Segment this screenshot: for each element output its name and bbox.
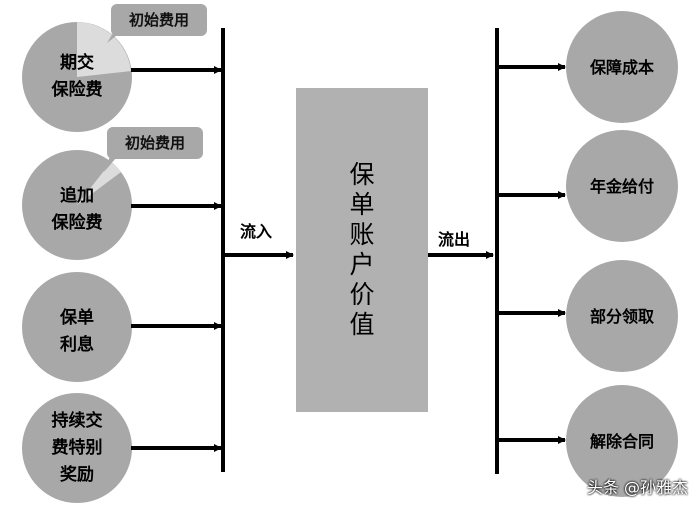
input-node-4-circle <box>22 393 132 503</box>
flow-in-label: 流入 <box>240 222 273 241</box>
watermark: 头条 @孙雅杰 <box>586 478 688 497</box>
output-node-3-circle <box>566 260 678 372</box>
input-node-2-line-1: 追加 <box>60 186 94 206</box>
input-node-2-line-2: 保险费 <box>51 213 103 233</box>
input-node-4-line-2: 费特别 <box>51 438 103 458</box>
account-value-char-4: 户 <box>349 250 375 279</box>
input-node-3-line-1: 保单 <box>60 308 94 328</box>
account-value-title: 保 单 账 户 价 值 <box>296 88 428 412</box>
account-value-box <box>296 88 428 412</box>
input-node-2-label: 追加 保险费 <box>27 183 127 237</box>
input-node-1-line-1: 期交 <box>60 53 94 73</box>
callout-initial-fee-2: 初始费用 <box>107 127 203 159</box>
flow-out-label: 流出 <box>438 230 471 249</box>
callout-initial-fee-1: 初始费用 <box>111 4 207 36</box>
account-value-char-6: 值 <box>349 310 375 339</box>
input-node-3-line-2: 利息 <box>60 335 94 355</box>
input-node-4-label: 持续交 费特别 奖励 <box>27 408 127 489</box>
output-node-4-label: 解除合同 <box>589 432 654 451</box>
input-node-1-line-2: 保险费 <box>51 80 103 100</box>
output-node-3-label: 部分领取 <box>589 307 654 326</box>
input-node-3-label: 保单 利息 <box>27 305 127 359</box>
output-node-4-circle <box>566 385 678 497</box>
output-node-1-label: 保障成本 <box>589 58 654 77</box>
account-value-char-5: 价 <box>349 280 375 309</box>
input-node-3-circle <box>22 272 132 382</box>
input-node-1-fee-slice <box>77 22 131 77</box>
input-node-2-fee-slice <box>77 162 121 205</box>
account-value-char-3: 账 <box>349 220 375 249</box>
input-node-4-line-1: 持续交 <box>51 411 103 431</box>
account-value-char-2: 单 <box>349 190 375 219</box>
input-node-1-label: 期交 保险费 <box>27 50 127 104</box>
output-node-1-circle <box>566 11 678 123</box>
output-node-2-label: 年金给付 <box>589 177 654 196</box>
account-value-char-1: 保 <box>349 160 375 189</box>
output-node-2-circle <box>566 130 678 242</box>
input-node-4-line-3: 奖励 <box>60 465 94 485</box>
